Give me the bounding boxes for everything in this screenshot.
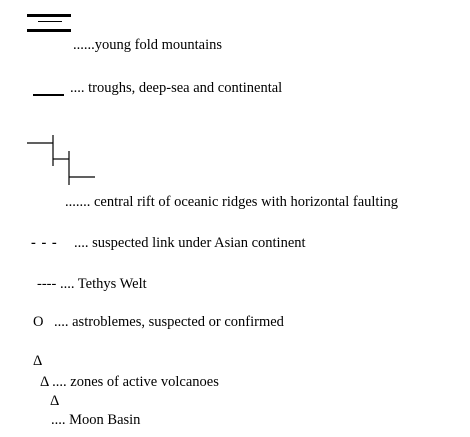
legend-suspected-link: .... suspected link under Asian continen… — [74, 235, 306, 251]
legend-tethys-welt: ---- .... Tethys Welt — [37, 276, 147, 292]
rift-fault-icon — [27, 135, 95, 185]
trough-line-icon — [33, 94, 64, 96]
legend-troughs: .... troughs, deep-sea and continental — [70, 80, 283, 96]
legend-young-fold-mountains: ......young fold mountains — [73, 37, 223, 53]
legend-central-rift: ....... central rift of oceanic ridges w… — [65, 194, 398, 210]
circle-o-icon: O — [33, 314, 44, 330]
legend-active-volcanoes: Δ .... zones of active volcanoes — [40, 374, 219, 390]
legend-astroblemes: .... astroblemes, suspected or confirmed — [54, 314, 284, 330]
triangle-delta-icon: Δ — [33, 353, 43, 369]
legend-moon-basin: .... Moon Basin — [51, 412, 141, 428]
dashed-line-icon: - - - — [31, 235, 58, 251]
triangle-delta-icon: Δ — [50, 393, 60, 409]
